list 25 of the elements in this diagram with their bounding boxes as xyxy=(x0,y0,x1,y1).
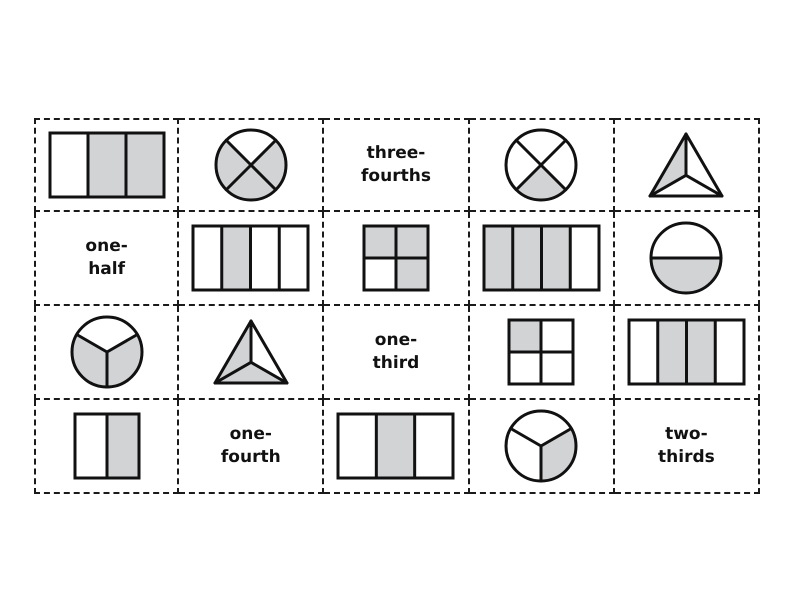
fraction-card xyxy=(34,400,180,494)
fraction-card xyxy=(324,212,470,306)
fraction-name: two- thirds xyxy=(658,423,715,469)
fraction-card xyxy=(470,306,615,400)
fraction-card xyxy=(614,118,760,212)
fraction-card xyxy=(179,212,324,306)
fraction-card xyxy=(324,306,470,400)
fraction-name: one- third xyxy=(372,329,420,375)
fraction-card xyxy=(614,212,760,306)
fraction-card xyxy=(614,306,760,400)
fraction-card xyxy=(324,118,470,212)
fraction-card xyxy=(34,118,180,212)
fraction-card xyxy=(34,212,180,306)
fraction-card xyxy=(179,118,324,212)
fraction-name: one- half xyxy=(85,235,128,281)
fraction-card xyxy=(470,212,615,306)
fraction-card xyxy=(614,400,760,494)
fraction-card xyxy=(470,400,615,494)
fraction-card xyxy=(324,400,470,494)
fraction-card xyxy=(179,400,324,494)
fraction-card xyxy=(470,118,615,212)
fraction-name: one- fourth xyxy=(220,423,281,469)
fraction-card xyxy=(34,306,180,400)
fraction-name: three- fourths xyxy=(361,142,431,188)
fraction-card xyxy=(179,306,324,400)
